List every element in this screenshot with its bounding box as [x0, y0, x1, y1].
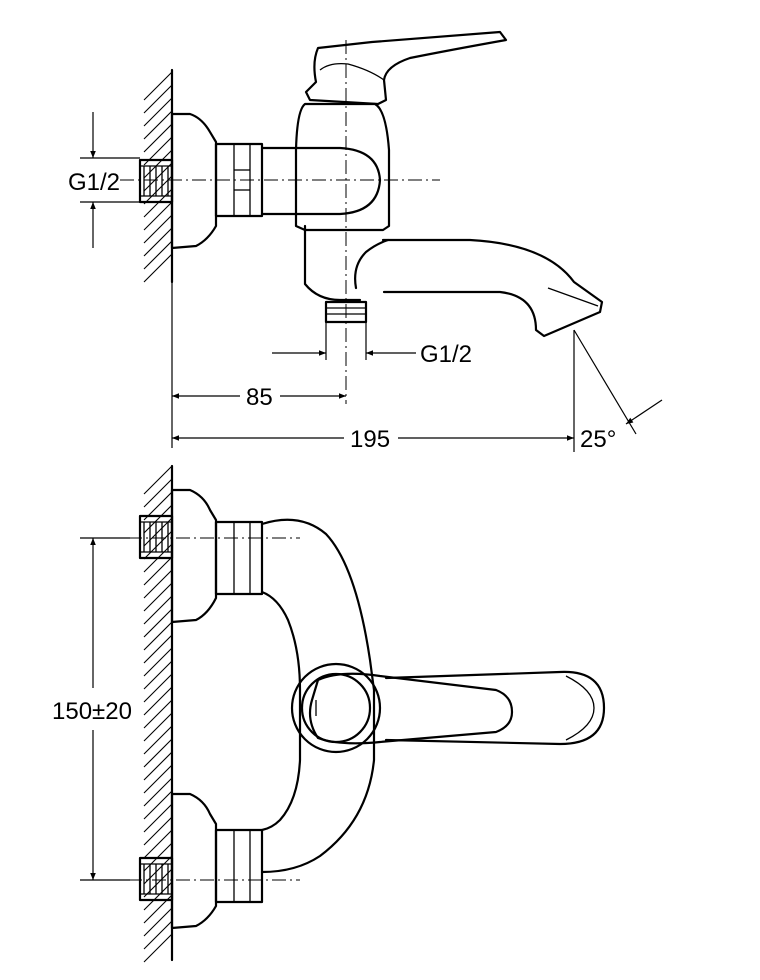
wall-hatch-line — [143, 123, 173, 153]
wall-hatch-line — [143, 227, 173, 257]
wall-hatch-line — [143, 647, 173, 677]
wall-hatch-line — [143, 738, 173, 768]
front-lever — [308, 672, 514, 745]
wall-hatch-line — [143, 855, 173, 885]
wall-hatch-line — [143, 751, 173, 781]
wall-hatch-line — [143, 71, 173, 101]
inlet-spacing-label: 150±20 — [52, 698, 132, 725]
wall-hatch-line — [143, 621, 173, 651]
wall-hatch-line — [143, 582, 173, 612]
front-lever-body — [384, 670, 606, 746]
wall-hatch-line — [143, 517, 173, 547]
wall-hatch-line — [143, 569, 173, 599]
front-body-outer — [260, 518, 376, 874]
angle-arrow — [625, 399, 663, 425]
wall-hatch-line — [143, 201, 173, 231]
wall-hatch-line — [143, 149, 173, 179]
wall-hatch-line — [143, 660, 173, 690]
wall-hatch-line — [143, 556, 173, 586]
side-dimensions: G1/2 G1/2 85 195 25° — [68, 112, 663, 453]
wall-hatch-line — [143, 110, 173, 140]
wall-hatch-line — [143, 868, 173, 898]
outlet-thread-label: G1/2 — [420, 341, 472, 368]
wall-hatch-line — [143, 84, 173, 114]
wall-to-spout-label: 195 — [350, 426, 390, 453]
side-lower-body — [303, 224, 362, 302]
front-handle-hub-inner — [300, 672, 372, 744]
front-lever-end — [565, 675, 595, 741]
wall-hatch-line — [143, 673, 173, 703]
front-handle-hub-outer — [290, 662, 382, 754]
wall-hatch-line — [143, 933, 173, 963]
wall-hatch-line — [143, 175, 173, 205]
side-mixer-body — [294, 102, 391, 232]
wall-hatch-line — [143, 829, 173, 859]
front-wall-hatch — [143, 465, 173, 963]
wall-hatch-line — [143, 595, 173, 625]
wall-hatch-line — [143, 777, 173, 807]
wall-hatch-line — [143, 504, 173, 534]
front-dimensions: 150±20 — [52, 537, 132, 881]
wall-hatch-line — [143, 686, 173, 716]
wall-hatch-line — [143, 764, 173, 794]
front-upper-inlet — [138, 488, 264, 624]
wall-hatch-line — [143, 881, 173, 911]
front-body-inner — [260, 590, 302, 832]
wall-hatch-line — [143, 803, 173, 833]
wall-hatch-line — [143, 790, 173, 820]
wall-hatch-line — [143, 465, 173, 495]
wall-hatch-line — [143, 920, 173, 950]
wall-hatch-line — [143, 712, 173, 742]
inlet-thread-label: G1/2 — [68, 169, 120, 196]
wall-hatch-line — [143, 699, 173, 729]
side-view — [120, 30, 604, 404]
side-escutcheon — [170, 112, 218, 250]
wall-hatch-line — [143, 478, 173, 508]
wall-hatch-line — [143, 253, 173, 283]
spout-angle-label: 25° — [580, 426, 616, 453]
wall-hatch-line — [143, 240, 173, 270]
wall-to-axis-label: 85 — [246, 384, 273, 411]
wall-hatch-line — [143, 725, 173, 755]
side-spout-inner — [354, 238, 390, 290]
angle-line — [573, 329, 637, 435]
wall-hatch-line — [143, 608, 173, 638]
wall-hatch-line — [143, 97, 173, 127]
wall-hatch-line — [143, 162, 173, 192]
side-arm — [260, 146, 382, 216]
front-view — [128, 464, 606, 963]
wall-hatch-line — [143, 530, 173, 560]
wall-hatch-line — [143, 634, 173, 664]
side-lever-handle — [304, 30, 508, 106]
side-spout — [381, 238, 604, 338]
wall-hatch-line — [143, 907, 173, 937]
front-lower-inlet — [138, 792, 264, 930]
wall-hatch-line — [143, 816, 173, 846]
wall-hatch-line — [143, 214, 173, 244]
